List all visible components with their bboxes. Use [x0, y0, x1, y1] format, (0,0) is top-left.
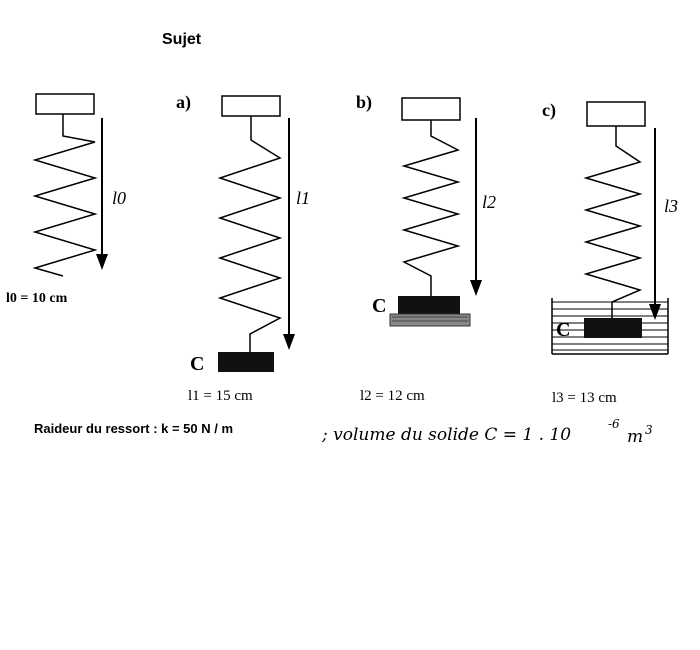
- length-caption: l1 = 15 cm: [188, 388, 253, 404]
- support-block: [221, 95, 281, 117]
- arrow-head: [96, 254, 108, 270]
- spring: [401, 120, 461, 296]
- support-block: [586, 101, 646, 127]
- length-caption: l0 = 10 cm: [6, 291, 68, 306]
- mass-label: C: [372, 295, 386, 317]
- volume-unit: m: [627, 427, 643, 447]
- length-caption: l3 = 13 cm: [552, 390, 617, 406]
- length-label: l2: [482, 192, 496, 212]
- length-caption: l2 = 12 cm: [360, 388, 425, 404]
- spring: [32, 114, 98, 277]
- support-block: [35, 93, 95, 115]
- arrow-head: [649, 304, 661, 320]
- mass-label: C: [556, 319, 570, 341]
- stiffness-text: Raideur du ressort : k = 50 N / m: [34, 421, 233, 436]
- volume-unit-exponent: 3: [645, 423, 653, 437]
- volume-exponent: -6: [608, 417, 620, 431]
- panel-letter: a): [176, 92, 191, 113]
- panel-letter: c): [542, 100, 556, 121]
- arrow-head: [283, 334, 295, 350]
- mass-label: C: [190, 353, 204, 375]
- page-title: Sujet: [162, 31, 202, 48]
- spring: [583, 126, 643, 318]
- solid-mass: [584, 318, 642, 338]
- spring: [217, 116, 283, 352]
- panel-rest: l0 l0 = 10 cm: [6, 93, 126, 306]
- length-label: l0: [112, 188, 126, 208]
- volume-text: ; volume du solide C = 1 . 10: [321, 425, 571, 445]
- arrow-head: [470, 280, 482, 296]
- panel-letter: b): [356, 92, 372, 113]
- panel-c: c) C l3 l3 = 13 cm: [542, 100, 678, 406]
- support-block: [401, 97, 461, 121]
- solid-mass: [218, 352, 274, 372]
- solid-mass: [398, 296, 460, 314]
- support-plate: [389, 313, 471, 327]
- panel-a: a) C l1 l1 = 15 cm: [176, 92, 310, 404]
- length-label: l1: [296, 188, 310, 208]
- length-label: l3: [664, 196, 678, 216]
- panel-b: b) C l2 l2 = 12 cm: [356, 92, 496, 404]
